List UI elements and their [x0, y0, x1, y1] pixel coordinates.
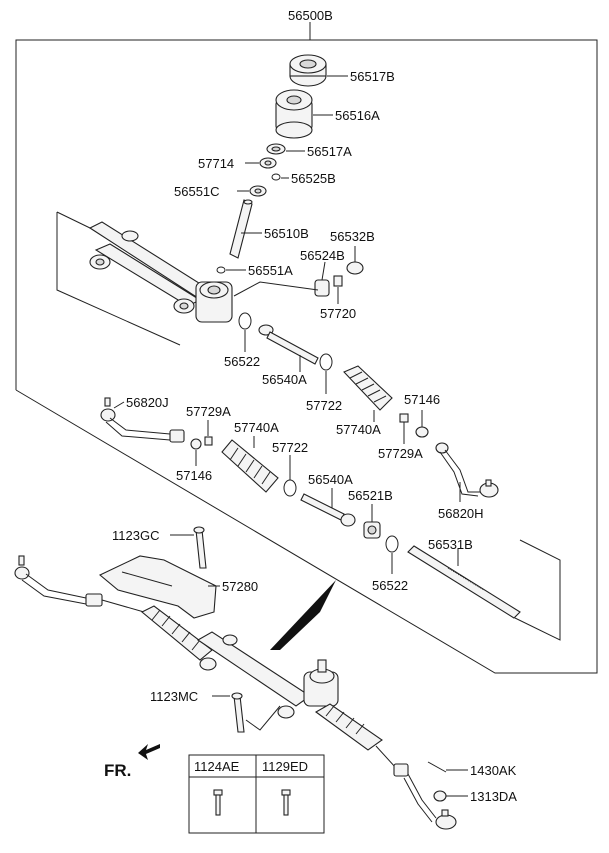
label-56522-lower: 56522	[372, 578, 408, 593]
inner-tie-rod-upper	[258, 324, 319, 372]
assembly-label: 56500B	[288, 8, 333, 23]
rack-seal-upper	[238, 312, 252, 352]
bushing-part	[363, 504, 381, 539]
pinion-shaft-part	[229, 199, 262, 259]
bolt-table	[188, 754, 325, 834]
bearing-part	[245, 157, 277, 169]
bellows-upper	[343, 365, 393, 422]
snap-ring-part	[271, 173, 289, 181]
label-57740A-left: 57740A	[234, 420, 279, 435]
bolt-table-col1: 1124AE	[194, 759, 240, 774]
bolt-1123MC	[212, 692, 281, 733]
bellows-left	[221, 436, 279, 493]
nut-left	[190, 438, 202, 466]
label-1313DA: 1313DA	[470, 789, 517, 804]
nut-upper	[415, 410, 429, 438]
label-56517A: 56517A	[307, 144, 352, 159]
label-56551C: 56551C	[174, 184, 220, 199]
label-56540A-lower: 56540A	[308, 472, 353, 487]
label-56522-upper: 56522	[224, 354, 260, 369]
spring-part	[333, 275, 343, 304]
label-57722-upper: 57722	[306, 398, 342, 413]
lock-nut-left	[204, 420, 213, 446]
label-57740A-upper: 57740A	[336, 422, 381, 437]
front-direction-icon	[138, 744, 160, 760]
assembly-frame	[15, 22, 598, 674]
label-57146-left: 57146	[176, 468, 212, 483]
label-57146-upper: 57146	[404, 392, 440, 407]
valve-housing-part	[275, 89, 333, 139]
label-56525B: 56525B	[291, 171, 336, 186]
seal-part	[266, 143, 305, 155]
boot-clamp-left	[283, 455, 297, 497]
boot-clamp-upper	[319, 353, 333, 394]
label-56531B: 56531B	[428, 537, 473, 552]
label-57729A-left: 57729A	[186, 404, 231, 419]
outer-tie-rod-left	[100, 397, 185, 443]
label-56820H: 56820H	[438, 506, 484, 521]
bolt-icon-1124AE	[213, 789, 223, 816]
gear-housing-part	[88, 221, 319, 323]
yoke-part	[314, 261, 330, 297]
label-57722-left: 57722	[272, 440, 308, 455]
label-56517B: 56517B	[350, 69, 395, 84]
lock-nut-upper	[399, 413, 409, 444]
label-56524B: 56524B	[300, 248, 345, 263]
bolt-1123GC	[170, 526, 207, 569]
outer-tie-rod-right	[435, 442, 499, 502]
label-1123MC: 1123MC	[150, 689, 198, 704]
label-56521B: 56521B	[348, 488, 393, 503]
bolt-table-col2: 1129ED	[262, 759, 308, 774]
lower-gear-assembly	[14, 555, 457, 830]
cap-part	[346, 246, 364, 275]
snap-ring-lower-part	[216, 266, 246, 274]
label-56551A: 56551A	[248, 263, 293, 278]
label-56532B: 56532B	[330, 229, 375, 244]
label-57714: 57714	[198, 156, 234, 171]
label-57729A-right: 57729A	[378, 446, 423, 461]
inner-tie-rod-lower	[300, 488, 356, 527]
label-56510B: 56510B	[264, 226, 309, 241]
label-1430AK: 1430AK	[470, 763, 517, 778]
bearing-lower-part	[237, 185, 267, 197]
label-1123GC: 1123GC	[112, 528, 159, 543]
rack-bar-part	[407, 545, 521, 619]
label-56516A: 56516A	[335, 108, 380, 123]
cotter-pin-part	[427, 761, 468, 773]
heat-shield-part	[98, 555, 220, 619]
label-57720: 57720	[320, 306, 356, 321]
label-57280: 57280	[222, 579, 258, 594]
bolt-icon-1129ED	[281, 789, 291, 816]
label-56540A-upper: 56540A	[262, 372, 307, 387]
front-label: FR.	[104, 761, 131, 780]
label-56820J: 56820J	[126, 395, 169, 410]
direction-wedge	[270, 580, 336, 650]
cover-seal-part	[289, 54, 348, 87]
castle-nut-part	[433, 790, 468, 802]
rack-seal-lower	[385, 535, 399, 574]
